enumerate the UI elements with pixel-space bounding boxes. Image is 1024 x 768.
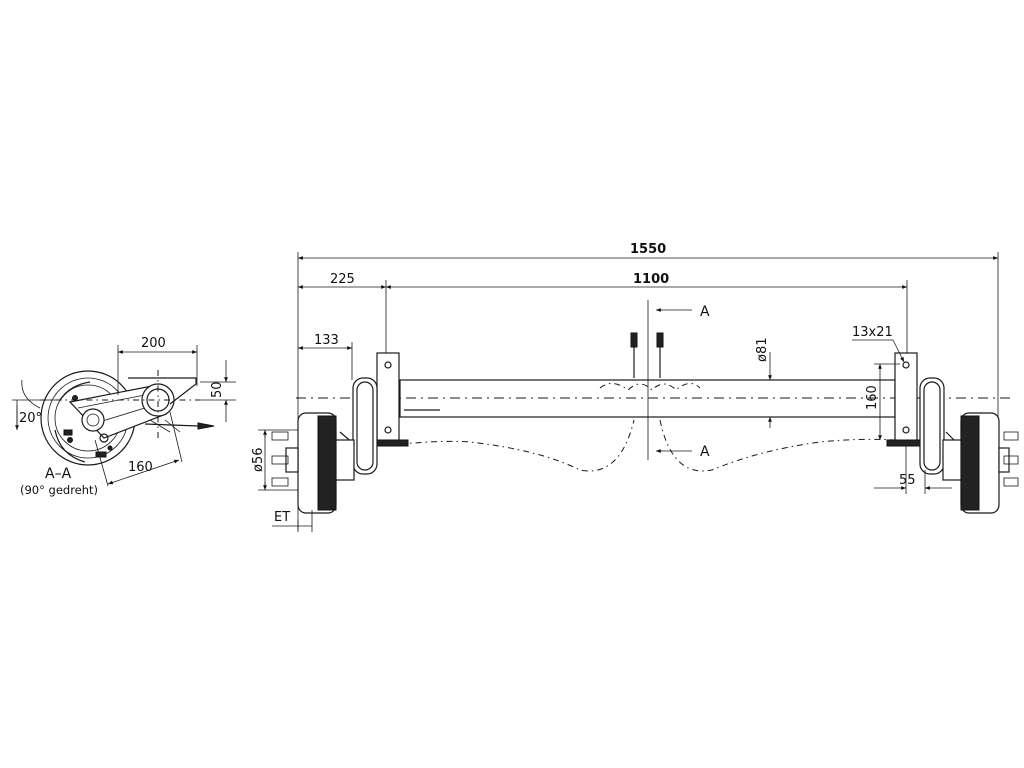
right-mounting-bracket	[894, 352, 918, 444]
dim-bracket-hole: 13x21	[852, 325, 893, 340]
section-title: A–A	[45, 466, 72, 482]
left-torsion-unit	[352, 377, 378, 475]
dim-offset-flange: 133	[314, 333, 339, 348]
axle-main-view: 1550 225 1100 133	[251, 242, 1019, 532]
dim-bracket-to-drum: 55	[899, 473, 916, 488]
left-wheel-studs	[271, 431, 289, 487]
cut-label-bottom: A	[700, 444, 710, 460]
brake-cable-clamps	[599, 332, 701, 391]
mounting-bracket	[128, 377, 197, 405]
dim-section-drop: 50	[210, 381, 225, 398]
dim-section-angle: 20°	[19, 411, 42, 426]
dim-hub-bore: ø56	[251, 448, 266, 473]
right-wheel-studs	[1003, 431, 1019, 487]
dim-axle-diameter: ø81	[755, 338, 770, 363]
cut-label-top: A	[700, 304, 710, 320]
dim-track: 1100	[633, 272, 669, 287]
dim-bracket-height: 160	[865, 385, 880, 410]
dim-section-lever: 160	[128, 460, 153, 475]
section-subtitle: (90° gedreht)	[20, 483, 98, 497]
brake-cable-left	[399, 419, 635, 472]
dim-offset-left: 225	[330, 272, 355, 287]
dim-overall-width: 1550	[630, 242, 666, 257]
left-mounting-bracket	[376, 352, 400, 444]
brake-cable-right	[659, 419, 896, 472]
dim-section-arm: 200	[141, 336, 166, 351]
right-torsion-unit	[919, 377, 945, 475]
section-view-a-a: 200 50 20° 160 A–A (90° gedreht)	[12, 336, 236, 497]
hub-center	[81, 408, 105, 432]
dim-offset-et: ET	[274, 510, 290, 525]
